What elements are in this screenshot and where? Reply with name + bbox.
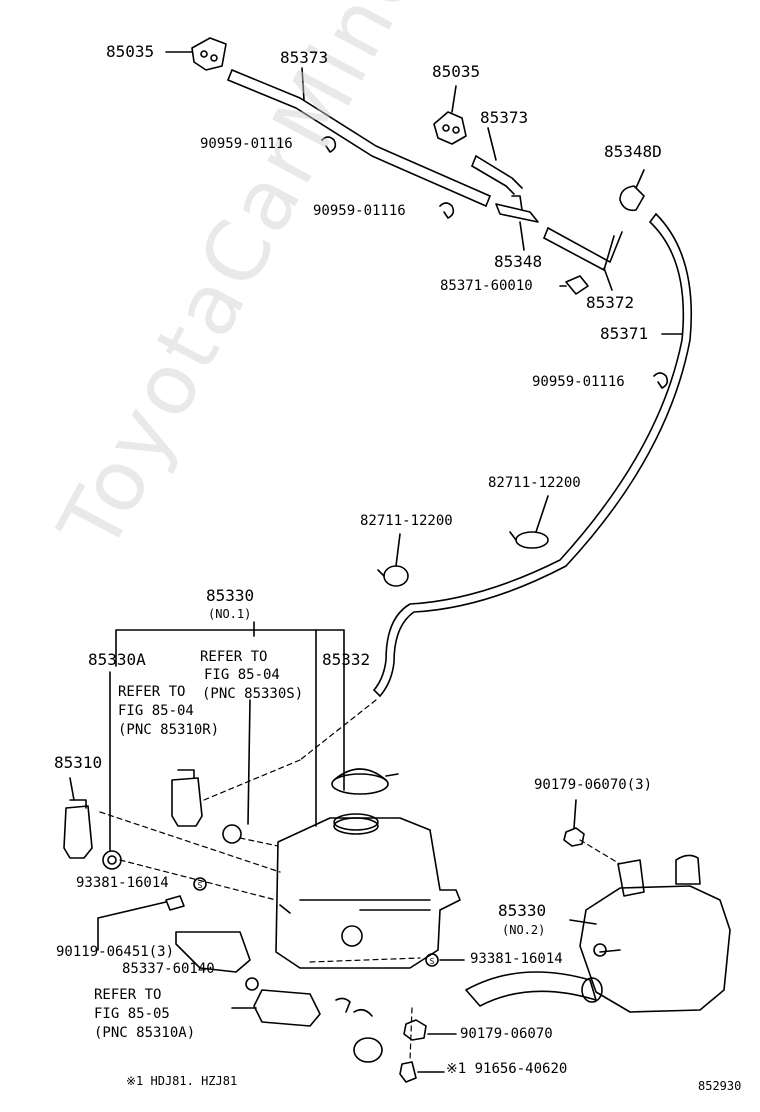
- grommet-93381-right: S: [425, 953, 465, 967]
- label-refer-85310a-line1: REFER TO: [94, 987, 162, 1003]
- label-85371-60010: 85371-60010: [440, 278, 533, 294]
- tank-cap-85332: [331, 768, 399, 795]
- label-85332: 85332: [322, 650, 371, 669]
- label-85348: 85348: [494, 252, 543, 271]
- label-refer-85330s-line1: REFER TO: [200, 649, 268, 665]
- hose-clamp-left: [377, 533, 409, 587]
- hose-clip-upper: [321, 136, 337, 153]
- leader-85372: [603, 267, 613, 291]
- label-90179-06070: 90179-06070: [460, 1026, 553, 1042]
- washer-pump-ref: [171, 769, 203, 827]
- bolt-91656: [399, 1061, 445, 1083]
- label-90959-upper: 90959-01116: [200, 136, 293, 152]
- grommet-93381-left: S: [193, 877, 207, 891]
- label-85330-no2-suffix: (NO.2): [502, 923, 546, 937]
- tank-bracket-85337: [175, 931, 251, 973]
- washer-hose-85373-left: [227, 69, 491, 207]
- label-refer-85310r-line2: FIG 85-04: [118, 703, 194, 719]
- grommet-ref: [222, 699, 251, 844]
- svg-text:S: S: [198, 881, 203, 890]
- label-85371: 85371: [600, 324, 649, 343]
- label-85373-left: 85373: [280, 48, 329, 67]
- label-91656: ※1 91656-40620: [446, 1061, 568, 1077]
- bolt-90119: [97, 895, 185, 951]
- label-refer-85310a-line2: FIG 85-05: [94, 1006, 170, 1022]
- washer-hose-85373-right: [471, 155, 523, 195]
- label-93381-left: 93381-16014: [76, 875, 169, 891]
- washer-tank-no1: [275, 813, 461, 969]
- label-93381-right: 93381-16014: [470, 951, 563, 967]
- label-82711-left: 82711-12200: [360, 513, 453, 529]
- washer-hose-85371: [373, 213, 693, 697]
- washer-nozzle-right: [433, 85, 467, 145]
- label-85330a: 85330A: [88, 650, 146, 669]
- figure-number: 852930: [698, 1079, 742, 1093]
- label-90959-middle: 90959-01116: [313, 203, 406, 219]
- label-refer-85330s-line2: FIG 85-04: [204, 667, 280, 683]
- hose-connector-85371: [559, 275, 589, 295]
- washer-tank-no2: [465, 854, 731, 1013]
- hose-clip-lower: [653, 372, 669, 389]
- label-85330-no1-suffix: (NO.1): [208, 607, 252, 621]
- washer-nozzle-left: [165, 37, 227, 71]
- hose-tee-joint: [495, 195, 539, 251]
- leader-85373-a: [301, 67, 305, 101]
- label-85035-right: 85035: [432, 62, 481, 81]
- label-85348d: 85348D: [604, 142, 662, 161]
- label-85372: 85372: [586, 293, 635, 312]
- label-82711-right: 82711-12200: [488, 475, 581, 491]
- label-refer-85310r-line3: (PNC 85310R): [118, 722, 220, 738]
- nut-90179-lower: [403, 1019, 457, 1041]
- label-85035-left: 85035: [106, 42, 155, 61]
- label-90119: 90119-06451(3): [56, 944, 175, 960]
- seal-ring: [245, 977, 259, 991]
- washer-pump-85310: [63, 777, 93, 859]
- label-85373-right: 85373: [480, 108, 529, 127]
- label-90959-lower: 90959-01116: [532, 374, 625, 390]
- svg-text:S: S: [430, 957, 435, 966]
- label-refer-85310r-line1: REFER TO: [118, 684, 186, 700]
- label-85337: 85337-60140: [122, 961, 215, 977]
- label-85330-no2: 85330: [498, 901, 547, 920]
- washer-pump-85310a: [231, 989, 321, 1027]
- hose-clamp-right: [509, 495, 549, 549]
- nut-90179-top: [563, 799, 585, 847]
- dashed-guides: [99, 699, 621, 1061]
- hose-clip-middle: [439, 202, 455, 219]
- label-85310: 85310: [54, 753, 103, 772]
- footnote: ※1 HDJ81. HZJ81: [126, 1074, 238, 1088]
- label-90179-06070-3: 90179-06070(3): [534, 777, 653, 793]
- washer-hose-85372: [543, 227, 623, 271]
- hose-clamp-lower: [335, 997, 383, 1063]
- label-refer-85310a-line3: (PNC 85310A): [94, 1025, 196, 1041]
- label-refer-85330s-line3: (PNC 85330S): [202, 686, 304, 702]
- leader-85373-b: [487, 127, 497, 161]
- grommet-85330a: [102, 671, 122, 870]
- label-85330-no1: 85330: [206, 586, 255, 605]
- label-bracket-85330: [115, 621, 345, 827]
- hose-elbow-85348d: [619, 169, 645, 212]
